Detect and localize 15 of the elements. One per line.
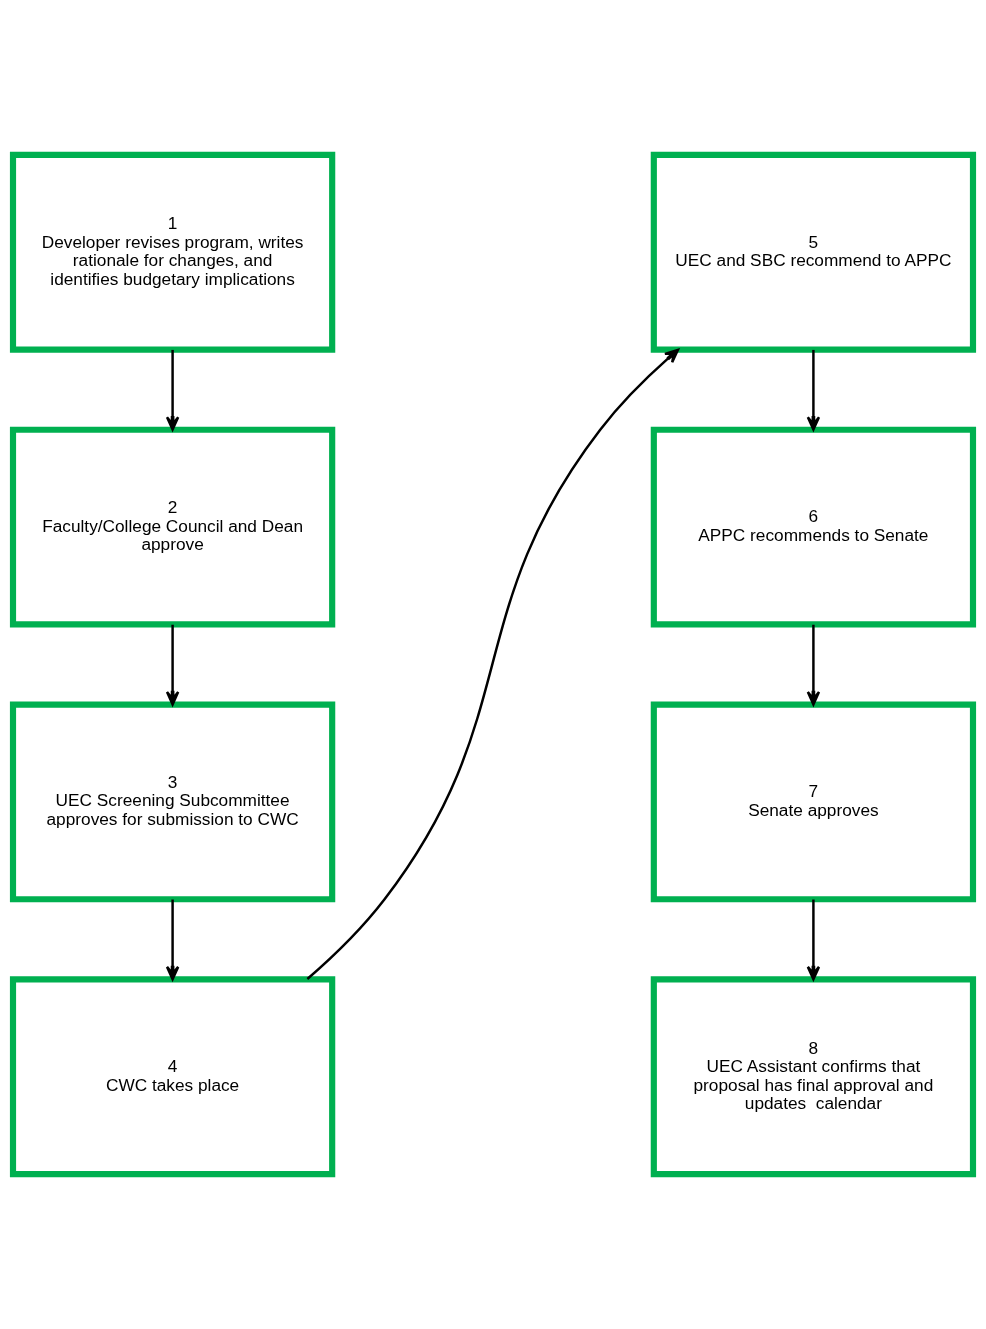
node-box: 2 Faculty/College Council and Dean approve: [9, 426, 336, 628]
node-box: 5 UEC and SBC recommend to APPC: [650, 151, 977, 353]
node-box: 8 UEC Assistant confirms that proposal has final approval and updates calendar: [650, 976, 977, 1178]
node-box: 1 Developer revises program, writes rationale for changes, and identifies budgetary implications: [9, 151, 336, 353]
node-box: 6 APPC recommends to Senate: [650, 426, 977, 628]
arrow: [306, 348, 680, 980]
node-box: 4 CWC takes place: [9, 976, 336, 1178]
arrow: [165, 349, 180, 431]
arrow: [165, 624, 180, 706]
arrow: [806, 624, 821, 706]
arrow: [165, 899, 180, 981]
arrow: [806, 899, 821, 981]
node-box: 3 UEC Screening Subcommittee approves for submission to CWC: [9, 701, 336, 903]
arrow: [806, 349, 821, 431]
node-box: 7 Senate approves: [650, 701, 977, 903]
